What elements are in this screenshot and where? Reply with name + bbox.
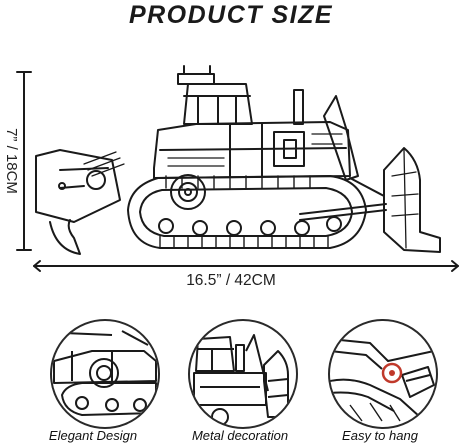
dozer-blade	[383, 147, 441, 253]
height-dimension-label: 7” / 18CM	[3, 128, 20, 194]
track-assembly	[127, 174, 367, 249]
height-dimension-line	[16, 71, 32, 251]
blade-arm	[299, 95, 387, 221]
width-dimension-line	[33, 260, 459, 272]
feature-circle-metal-decoration	[188, 319, 298, 429]
feature-caption-easy-to-hang: Easy to hang	[342, 428, 418, 443]
track-detail-icon	[53, 330, 157, 416]
feature-caption-elegant-design: Elegant Design	[48, 428, 138, 443]
exhaust-stack	[293, 89, 304, 125]
feature-circle-easy-to-hang	[328, 319, 438, 429]
feature-circle-elegant-design	[50, 319, 160, 429]
ripper-attachment	[35, 149, 125, 255]
width-dimension-label: 16.5” / 42CM	[186, 272, 276, 289]
machine-body	[153, 121, 351, 179]
hanging-point-detail-icon	[330, 338, 435, 422]
page-title: PRODUCT SIZE	[128, 1, 334, 29]
cabin-detail-icon	[193, 334, 289, 426]
operator-cab	[177, 65, 253, 125]
feature-caption-metal-decoration: Metal decoration	[191, 428, 289, 443]
